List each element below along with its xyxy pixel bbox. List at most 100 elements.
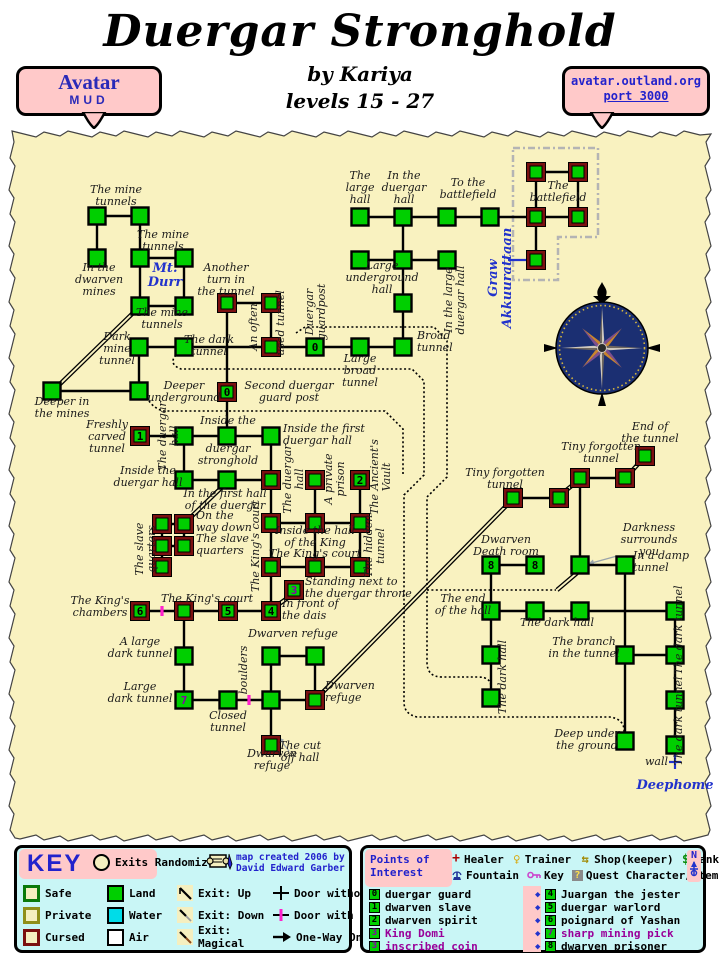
poi-service-label: Key <box>543 868 564 882</box>
bank-icon: $ <box>681 852 690 866</box>
poi-number-badge: 7 <box>545 928 556 939</box>
room-number: 7 <box>181 694 188 707</box>
poi-number-badge: 4 <box>545 889 556 900</box>
stair-edge <box>57 311 133 385</box>
bullet-icon: ◆ <box>535 915 541 926</box>
map-room-node <box>503 488 523 508</box>
map-room-node <box>526 207 546 227</box>
poi-service-label: Shop(keeper) <box>594 852 674 866</box>
cursed-square-icon <box>23 928 40 946</box>
exit-down-icon <box>177 907 193 923</box>
exits-randomized-legend: Exits Randomized <box>93 854 221 871</box>
map-room-node <box>525 601 545 621</box>
map-label: boulders <box>237 645 250 694</box>
map-room-node <box>305 646 325 666</box>
map-room-node <box>261 513 281 533</box>
map-room-node <box>174 248 194 268</box>
north-label: N <box>690 850 698 861</box>
map-room-node <box>129 337 149 357</box>
map-room-node <box>174 646 194 666</box>
server-host: avatar.outland.org <box>570 74 702 88</box>
poi-services: +Healer♀Trainer⇆Shop(keeper)$Bank(er) Fo… <box>451 851 720 883</box>
map-room-node: 4 <box>261 601 281 621</box>
room-number: 0 <box>224 386 231 399</box>
poi-service-quest: ?Quest Character/Item <box>571 869 718 882</box>
door-lock-icon <box>273 908 289 922</box>
key-item-exit-down: Exit: Down <box>177 907 273 923</box>
key-item-label: Cursed <box>45 930 85 944</box>
mud-type: MUD <box>69 93 109 107</box>
map-room-node <box>350 250 370 270</box>
scroll-and-pen-icon <box>207 853 233 871</box>
key-item-exit-magical: Exit: Magical <box>177 924 273 950</box>
poi-item-text: poignard of Yashan <box>561 914 681 927</box>
poi-services-row2: Fountain Key ?Quest Character/Item <box>451 867 718 883</box>
compass-needle-icon <box>690 861 698 877</box>
map-room-node <box>549 488 569 508</box>
stair-edge <box>59 313 135 387</box>
shop-icon: ⇆ <box>581 852 589 866</box>
map-room-node: 3 <box>284 580 304 600</box>
poi-number-badge: 5 <box>545 902 556 913</box>
map-room-node <box>570 601 590 621</box>
bullet-icon: ◆ <box>535 889 541 900</box>
map-label: A privateprison <box>322 453 347 505</box>
map-room-node <box>174 536 194 556</box>
map-room-node <box>393 293 413 313</box>
map-room-node <box>261 690 281 710</box>
poi-number-badge: 2 <box>369 915 380 926</box>
bubble-tail <box>589 112 615 129</box>
map-room-node <box>615 468 635 488</box>
poi-item-text: dwarven slave <box>385 901 472 914</box>
fountain-icon <box>451 869 463 881</box>
poi-panel-title: Points of Interest <box>365 849 452 887</box>
exit-magical-icon <box>177 929 193 945</box>
safe-square-icon <box>23 884 40 902</box>
bullet-icon: ◆ <box>535 941 541 952</box>
door-no-lock-icon <box>273 886 289 900</box>
map-label: The duergarhall <box>281 444 306 514</box>
map-room-node <box>305 557 325 577</box>
map-label: The hiddentunnel <box>362 515 387 578</box>
map-label: Dwarven refuge <box>247 627 338 640</box>
poi-service-label: Fountain <box>466 868 519 882</box>
room-number: 2 <box>357 474 364 487</box>
map-room-node: 6 <box>130 601 150 621</box>
map-room-node <box>393 337 413 357</box>
poi-number-badge: 3 <box>369 928 380 939</box>
map-room-node <box>261 646 281 666</box>
room-number: 8 <box>488 559 495 572</box>
room-number: 6 <box>137 605 144 618</box>
private-square-icon <box>23 906 40 924</box>
map-room-node <box>570 468 590 488</box>
room-number: 1 <box>137 430 144 443</box>
key-item-private: Private <box>23 906 107 924</box>
map-room-node <box>174 514 194 534</box>
key-item-label: Safe <box>45 886 72 900</box>
level-range: levels 15 - 27 <box>285 89 435 113</box>
map-label: The Ancient'sVault <box>368 439 393 515</box>
poi-title-line1: Points of <box>370 853 430 866</box>
map-credit: map created 2006 by David Edward Garber <box>207 852 345 874</box>
key-item-label: One-Way Only <box>296 930 376 944</box>
points-of-interest-panel: Points of Interest +Healer♀Trainer⇆Shop(… <box>360 845 720 953</box>
map-room-node <box>665 690 685 710</box>
key-item-label: Exit: Down <box>198 908 265 922</box>
map-room-node <box>350 207 370 227</box>
poi-item-text: duergar guard <box>385 888 472 901</box>
